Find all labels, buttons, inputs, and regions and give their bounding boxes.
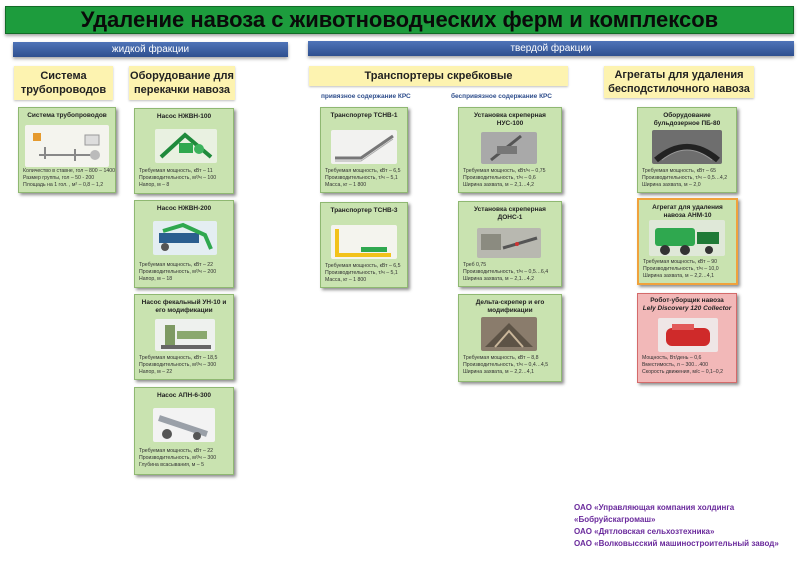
spec-line: Масса, кг – 1 800 bbox=[325, 277, 367, 283]
spec-line: Производительность, т/ч – 0,5…4,2 bbox=[642, 175, 728, 181]
pump-image bbox=[155, 319, 215, 351]
card-title: Транспортер ТСНВ-1 bbox=[330, 112, 398, 119]
card-title-model: Lely Discovery 120 Collector bbox=[642, 305, 732, 312]
spec-line: Требуемая мощность, кВт – 6,5 bbox=[325, 168, 401, 174]
scraper-image bbox=[481, 317, 537, 351]
spec-line: Требуемая мощность, кВт – 65 bbox=[642, 168, 717, 174]
machine-image bbox=[649, 220, 725, 256]
subheader-free: беспривязное содержание КРС bbox=[451, 93, 552, 100]
header-scrapers: Транспортеры скребковые bbox=[309, 66, 568, 86]
card-title: Установка скреперная ДОНС-1 bbox=[474, 206, 546, 221]
spec-line: Производительность, м³/ч – 300 bbox=[139, 362, 217, 368]
card-pipes[interactable]: Система трубопроводов Количество в ставн… bbox=[18, 107, 116, 193]
footer-line: ОАО «Управляющая компания холдинга bbox=[574, 503, 735, 512]
band-liquid: жидкой фракции bbox=[13, 42, 288, 57]
robot-image bbox=[658, 318, 718, 352]
spec-line: Напор, м – 22 bbox=[139, 369, 173, 375]
card-delta[interactable]: Дельта-скрепер и его модификации Требуем… bbox=[458, 294, 562, 382]
card-nzhvn100[interactable]: Насос НЖВН-100 Требуемая мощность, кВт –… bbox=[134, 108, 234, 194]
pump-image bbox=[153, 221, 217, 255]
card-title: Система трубопроводов bbox=[27, 112, 107, 119]
card-title-line: Робот-уборщик навоза bbox=[650, 297, 724, 304]
footer-companies: ОАО «Управляющая компания холдинга «Бобр… bbox=[574, 502, 779, 550]
footer-line: «Бобруйскагромаш» bbox=[574, 515, 656, 524]
spec-line: Производительность, т/ч – 10,0 bbox=[643, 266, 719, 272]
footer-line: ОАО «Волковысский машиностроительный зав… bbox=[574, 539, 779, 548]
spec-line: Ширина захвата, м – 2,1…4,2 bbox=[463, 182, 534, 188]
spec-line: Требуемая мощность, кВт – 6,5 bbox=[325, 263, 401, 269]
spec-line: Вместимость, л – 300…400 bbox=[642, 362, 709, 368]
card-un10[interactable]: Насос фекальный УН-10 и его модификации … bbox=[134, 294, 234, 380]
spec-line: Производительность, м³/ч – 200 bbox=[139, 269, 217, 275]
header-pumps: Оборудование для перекачки навоза bbox=[129, 66, 235, 100]
pipes-image bbox=[25, 125, 109, 167]
card-pb80[interactable]: Оборудование бульдозерное ПБ-80 Требуема… bbox=[637, 107, 737, 193]
spec-line: Требуемая мощность, кВт – 22 bbox=[139, 262, 214, 268]
card-title: Агрегат для удаления навоза АНМ-10 bbox=[652, 204, 723, 219]
spec-line: Производительность, м³/ч – 300 bbox=[139, 455, 217, 461]
spec-line: Напор, м – 18 bbox=[139, 276, 173, 282]
spec-line: Требуемая мощность, кВт/ч – 0,75 bbox=[463, 168, 546, 174]
card-title: Насос АПН-6-300 bbox=[157, 392, 211, 399]
pump-image bbox=[153, 408, 215, 442]
spec-line: Количество в ставне, гол – 800 – 1400 bbox=[23, 168, 115, 174]
spec-line: Треб 0,75 bbox=[463, 262, 487, 268]
conveyor-image bbox=[331, 225, 397, 259]
card-title: Дельта-скрепер и его модификации bbox=[475, 299, 545, 314]
spec-line: Требуемая мощность, кВт – 22 bbox=[139, 448, 214, 454]
card-anm10[interactable]: Агрегат для удаления навоза АНМ-10 Требу… bbox=[637, 198, 738, 285]
card-title: Насос НЖВН-100 bbox=[156, 113, 212, 120]
spec-line: Масса, кг – 1 800 bbox=[325, 182, 367, 188]
spec-line: Напор, м – 8 bbox=[139, 182, 170, 188]
card-tsnv1[interactable]: Транспортер ТСНВ-1 Требуемая мощность, к… bbox=[320, 107, 408, 193]
card-title: Установка скреперная НУС-100 bbox=[474, 112, 546, 127]
spec-line: Производительность, м³/ч – 100 bbox=[139, 175, 217, 181]
scraper-image bbox=[481, 132, 537, 164]
card-apn[interactable]: Насос АПН-6-300 Требуемая мощность, кВт … bbox=[134, 387, 234, 475]
card-title: Оборудование бульдозерное ПБ-80 bbox=[653, 112, 721, 127]
spec-line: Ширина захвата, м – 2,1…4,2 bbox=[463, 276, 534, 282]
conveyor-image bbox=[331, 130, 397, 164]
spec-line: Требуемая мощность, кВт – 11 bbox=[139, 168, 213, 174]
spec-line: Размер группы, гол – 50 - 200 bbox=[23, 175, 95, 181]
title-bar: Удаление навоза с животноводческих ферм … bbox=[5, 6, 794, 34]
spec-line: Ширина захвата, м – 2,2…4,1 bbox=[643, 273, 714, 279]
card-title: Насос фекальный УН-10 и его модификации bbox=[141, 299, 227, 314]
card-title: Транспортер ТСНВ-3 bbox=[330, 207, 398, 214]
spec-line: Ширина захвата, м – 2,2…4,1 bbox=[463, 369, 534, 375]
spec-line: Производительность, т/ч – 0,6 bbox=[463, 175, 536, 181]
spec-line: Производительность, т/ч – 5,1 bbox=[325, 175, 398, 181]
card-title: Насос НЖВН-200 bbox=[156, 205, 212, 212]
spec-line: Требуемая мощность, кВт – 18,5 bbox=[139, 355, 218, 361]
header-units: Агрегаты для удаления беспод­стилочного … bbox=[604, 66, 754, 98]
page-title: Удаление навоза с животноводческих ферм … bbox=[80, 7, 719, 32]
pump-image bbox=[155, 129, 217, 163]
spec-line: Глубина всасывания, м – 5 bbox=[139, 462, 205, 468]
band-solid: твердой фракции bbox=[308, 41, 794, 56]
footer-line: ОАО «Дятловская сельхозтехника» bbox=[574, 527, 715, 536]
spec-line: Ширина захвата, м – 2,0 bbox=[642, 182, 701, 188]
spec-line: Мощность, Вт/день – 0,6 bbox=[642, 355, 702, 361]
spec-line: Производительность, т/ч – 5,1 bbox=[325, 270, 398, 276]
spec-line: Производительность, т/ч – 0,4…4,5 bbox=[463, 362, 549, 368]
header-pipes: Система трубопроводов bbox=[14, 66, 113, 100]
card-dons1[interactable]: Установка скреперная ДОНС-1 Треб 0,75 Пр… bbox=[458, 201, 562, 287]
spec-line: Скорость движения, м/с – 0,1–0,2 bbox=[642, 369, 724, 375]
card-nzhvn200[interactable]: Насос НЖВН-200 Требуемая мощность, кВт –… bbox=[134, 200, 234, 288]
spec-line: Требуемая мощность, кВт – 90 bbox=[643, 259, 718, 265]
card-lely[interactable]: Робот-уборщик навоза Lely Discovery 120 … bbox=[637, 293, 737, 383]
spec-line: Площадь на 1 гол. , м² – 0,8 – 1,2 bbox=[23, 182, 104, 188]
subheader-tethered: привязное содержание КРС bbox=[321, 93, 411, 100]
spec-line: Требуемая мощность, кВт – 8,8 bbox=[463, 355, 539, 361]
scraper-image bbox=[477, 228, 541, 258]
card-tsnv3[interactable]: Транспортер ТСНВ-3 Требуемая мощность, к… bbox=[320, 202, 408, 288]
spec-line: Производительность, т/ч – 0,5…6,4 bbox=[463, 269, 549, 275]
card-nus100[interactable]: Установка скреперная НУС-100 Требуемая м… bbox=[458, 107, 562, 193]
bulldozer-image bbox=[652, 130, 722, 164]
card-title: Робот-уборщик навоза Lely Discovery 120 … bbox=[640, 297, 734, 313]
